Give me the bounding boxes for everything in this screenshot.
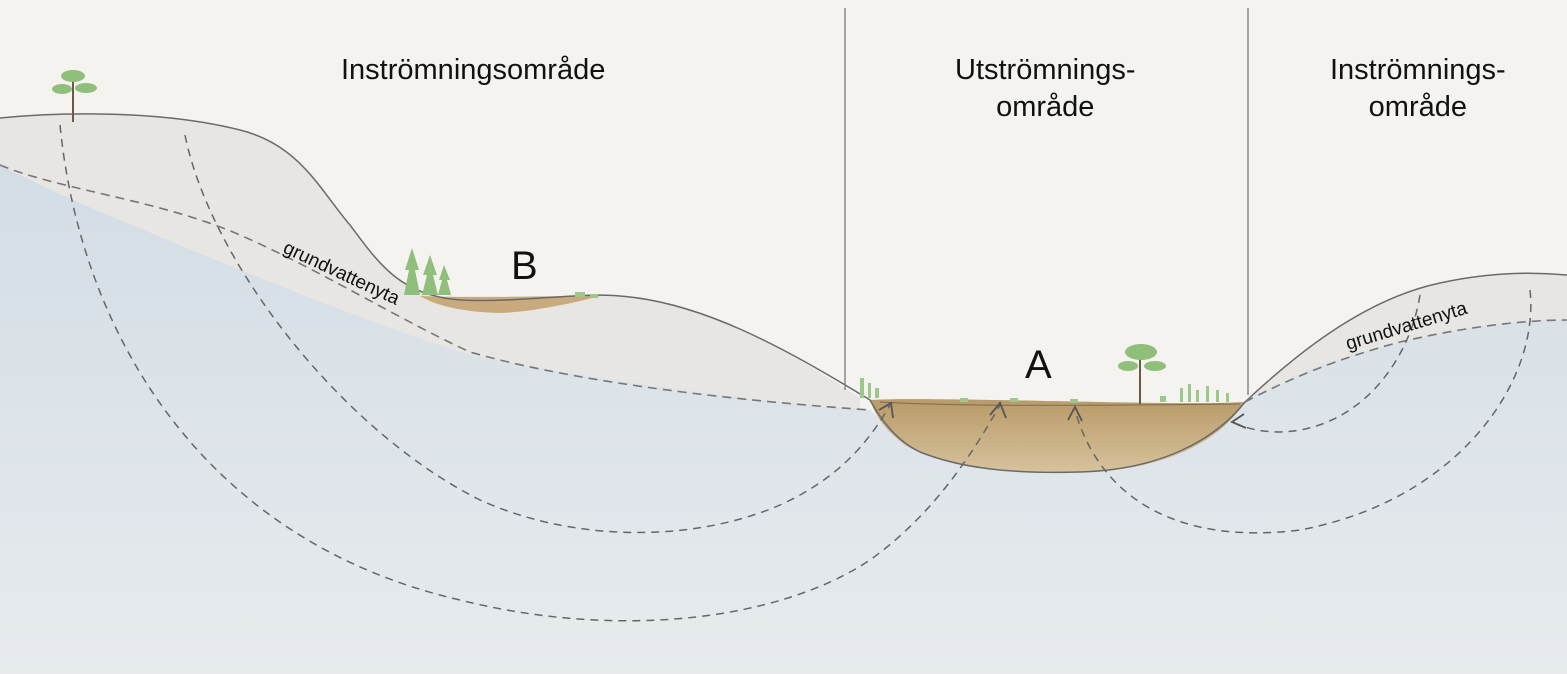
region-label-right-line1: Inströmnings-: [1330, 54, 1506, 86]
region-label-middle: Utströmnings- område: [955, 52, 1136, 126]
soil-left-hill: [0, 113, 860, 410]
wetland-vegetation: [575, 292, 1229, 403]
flow-path-3: [1074, 289, 1532, 534]
region-label-right-line2: område: [1368, 91, 1467, 123]
region-label-left: Inströmningsområde: [341, 52, 605, 89]
region-label-right: Inströmnings- område: [1330, 52, 1506, 126]
tree-basin-a: [1118, 344, 1166, 404]
tree-hilltop: [52, 70, 97, 122]
region-label-middle-line1: Utströmnings-: [955, 54, 1136, 86]
flow-arrow-1: [989, 401, 1007, 419]
basin-inner-line: [879, 401, 1241, 406]
wetland-basin-a: [870, 399, 1245, 473]
water-table-left: [0, 164, 871, 411]
flow-path-1: [59, 124, 1001, 622]
terrain-surface: [0, 113, 1567, 474]
groundwater-zone: [0, 165, 1567, 674]
flow-arrow-3: [1067, 405, 1083, 422]
soil-right-hill: [1245, 273, 1567, 402]
region-label-left-line1: Inströmningsområde: [341, 54, 606, 86]
point-label-a: A: [1025, 343, 1052, 387]
water-table-right: [1244, 319, 1567, 403]
flow-path-2: [184, 134, 891, 534]
point-label-b: B: [511, 244, 538, 288]
flow-path-4: [1231, 294, 1421, 433]
spruce-trees-b: [404, 248, 451, 295]
flow-arrow-2: [878, 401, 894, 419]
region-label-middle-line2: område: [996, 91, 1095, 123]
flow-arrow-4: [1230, 413, 1247, 429]
